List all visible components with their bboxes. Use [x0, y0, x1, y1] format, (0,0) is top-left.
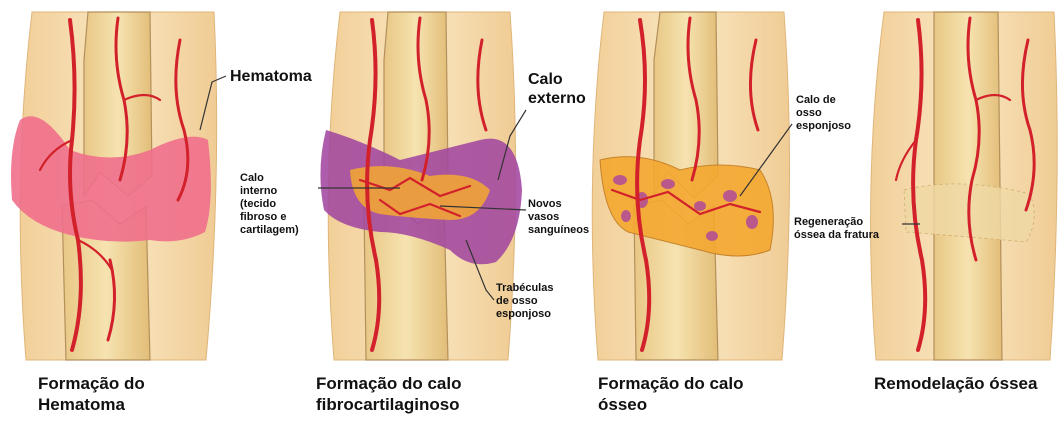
caption-stage-2: Formação do calo fibrocartilaginoso: [316, 373, 461, 416]
caption-line: Hematoma: [38, 394, 145, 415]
label-line: fibroso e: [240, 211, 299, 224]
panel-hematoma: [11, 12, 226, 360]
label-hematoma: Hematoma: [230, 67, 312, 86]
label-line: osso: [796, 107, 851, 120]
label-line: óssea da fratura: [794, 229, 879, 242]
label-line: de osso: [496, 295, 553, 308]
caption-stage-3: Formação do calo ósseo: [598, 373, 743, 416]
label-line: externo: [528, 89, 586, 108]
label-regeneracao: Regeneração óssea da fratura: [794, 216, 879, 242]
label-hematoma-text: Hematoma: [230, 68, 312, 85]
label-line: esponjoso: [796, 120, 851, 133]
label-line: Calo: [240, 172, 299, 185]
label-line: sanguíneos: [528, 224, 589, 237]
caption-stage-1: Formação do Hematoma: [38, 373, 145, 416]
label-calo-interno: Calo interno (tecido fibroso e cartilage…: [240, 172, 299, 237]
label-line: vasos: [528, 211, 589, 224]
label-line: Trabéculas: [496, 282, 553, 295]
label-line: Novos: [528, 198, 589, 211]
label-line: Calo: [528, 70, 586, 89]
label-calo-externo: Calo externo: [528, 70, 586, 108]
label-line: (tecido: [240, 198, 299, 211]
caption-line: Formação do calo: [316, 373, 461, 394]
label-novos-vasos: Novos vasos sanguíneos: [528, 198, 589, 237]
panel-fibrocartilage-callus: [318, 12, 526, 360]
label-calo-osso: Calo de osso esponjoso: [796, 94, 851, 133]
label-line: Calo de: [796, 94, 851, 107]
label-line: esponjoso: [496, 308, 553, 321]
caption-line: fibrocartilaginoso: [316, 394, 461, 415]
label-trabeculas: Trabéculas de osso esponjoso: [496, 282, 553, 321]
caption-line: Formação do: [38, 373, 145, 394]
caption-line: Remodelação óssea: [874, 373, 1037, 394]
caption-line: Formação do calo: [598, 373, 743, 394]
caption-line: ósseo: [598, 394, 743, 415]
label-line: cartilagem): [240, 224, 299, 237]
panel-bone-remodeling: [871, 12, 1058, 360]
label-line: interno: [240, 185, 299, 198]
caption-stage-4: Remodelação óssea: [874, 373, 1037, 394]
panel-bony-callus: [592, 12, 792, 360]
label-line: Regeneração: [794, 216, 879, 229]
